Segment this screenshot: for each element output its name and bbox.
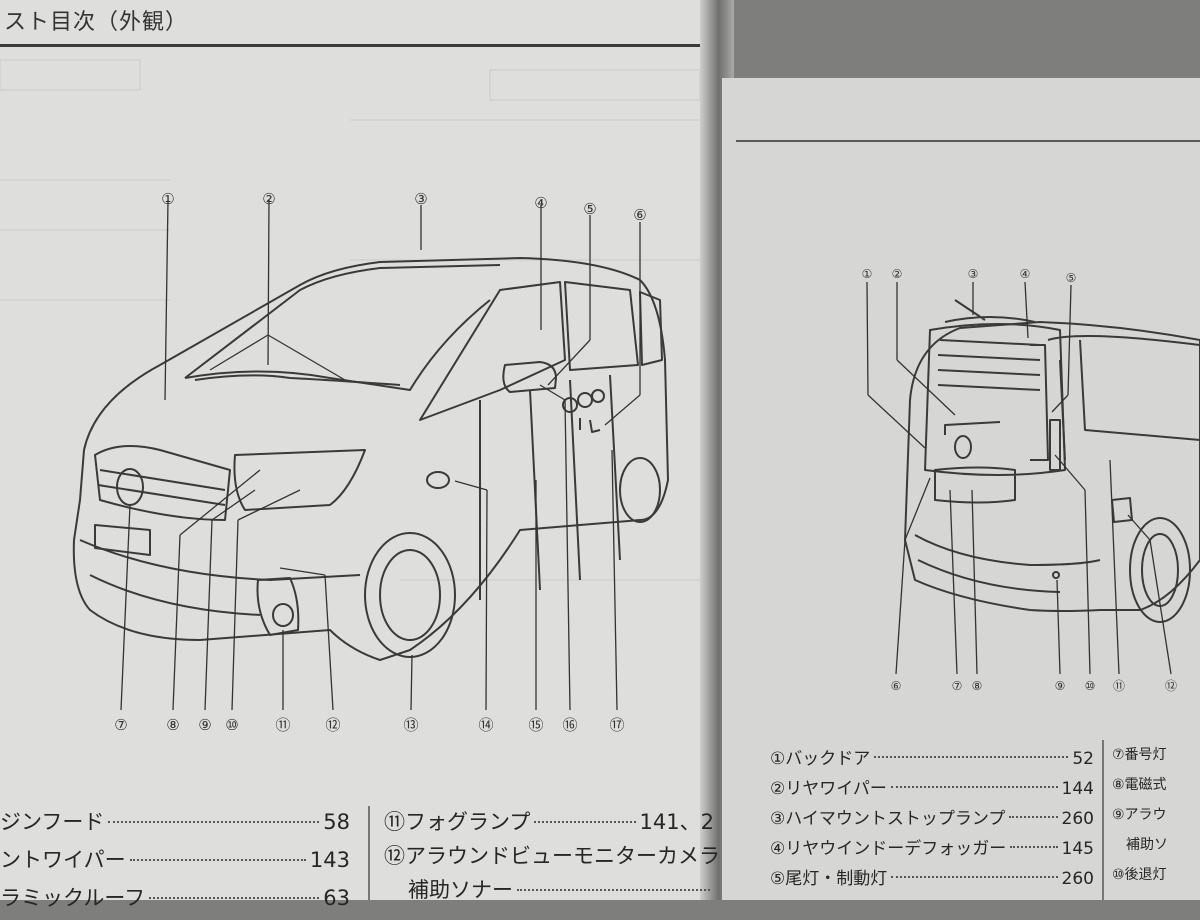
toc-entry[interactable]: ⑨アラウ: [1112, 807, 1167, 823]
front-callout: ⑨: [198, 716, 211, 734]
rear-callout: ⑫: [1165, 679, 1177, 693]
header-divider: [0, 44, 700, 47]
right-header-divider: [736, 140, 1200, 142]
front-callout: ⑤: [583, 200, 596, 218]
front-vehicle-drawing: [72, 257, 669, 661]
column-divider: [1102, 740, 1104, 900]
column-divider: [368, 806, 370, 900]
toc-entry[interactable]: ⑦番号灯: [1112, 747, 1167, 763]
front-callout: ②: [262, 190, 275, 208]
front-callout: ⑧: [166, 716, 179, 734]
rear-callout: ④: [1020, 267, 1031, 281]
rear-leader-lines: [866, 281, 1172, 675]
front-callout: ⑮: [528, 716, 543, 734]
front-callout: ③: [414, 190, 427, 208]
front-leader-lines: [120, 199, 641, 711]
front-callout: ⑦: [114, 716, 127, 734]
rear-callout: ①: [862, 267, 873, 281]
rear-callout: ⑧: [972, 679, 983, 693]
page-title: スト目次（外観）: [4, 10, 189, 35]
rear-callout: ⑩: [1085, 679, 1096, 693]
vehicle-illustrations: ① ② ③ ④ ⑤ ⑥ ⑦ ⑧ ⑨ ⑩ ⑪ ⑫ ⑬ ⑭ ⑮ ⑯ ⑰: [0, 59, 1200, 734]
toc-entry[interactable]: ⑧電磁式: [1112, 777, 1167, 793]
front-callout: ⑩: [225, 716, 238, 734]
rear-callout: ②: [892, 267, 903, 281]
rear-callout: ③: [968, 267, 979, 281]
front-callout: ⑪: [275, 716, 290, 734]
rear-callout: ⑦: [952, 679, 963, 693]
front-callout: ⑯: [562, 716, 577, 734]
front-callout: ①: [161, 190, 174, 208]
front-callout: ⑭: [478, 716, 493, 734]
rear-callout: ⑥: [891, 679, 902, 693]
toc-entry[interactable]: ⑩後退灯: [1112, 867, 1167, 883]
front-callout: ⑰: [609, 716, 624, 734]
toc-entry[interactable]: 補助ソ: [1126, 837, 1168, 853]
rear-callout: ⑪: [1113, 679, 1125, 693]
toc-entry[interactable]: 補助ソナー: [384, 874, 714, 908]
toc-entry[interactable]: ⑫アラウンドビューモニターカメラ: [384, 844, 720, 868]
front-callout: ⑥: [633, 206, 646, 224]
right-page: [722, 78, 1200, 900]
front-callout: ⑬: [403, 716, 418, 734]
front-callout: ⑫: [325, 716, 340, 734]
front-callout: ④: [534, 194, 547, 212]
toc-right-partial-column: ⑦番号灯 ⑧電磁式 ⑨アラウ 補助ソ ⑩後退灯: [1112, 744, 1200, 894]
rear-callout: ⑤: [1066, 271, 1077, 285]
front-callouts: ① ② ③ ④ ⑤ ⑥ ⑦ ⑧ ⑨ ⑩ ⑪ ⑫ ⑬ ⑭ ⑮ ⑯ ⑰: [114, 190, 646, 734]
rear-callouts: ① ② ③ ④ ⑤ ⑥ ⑦ ⑧ ⑨ ⑩ ⑪ ⑫: [862, 267, 1177, 693]
rear-callout: ⑨: [1055, 679, 1066, 693]
